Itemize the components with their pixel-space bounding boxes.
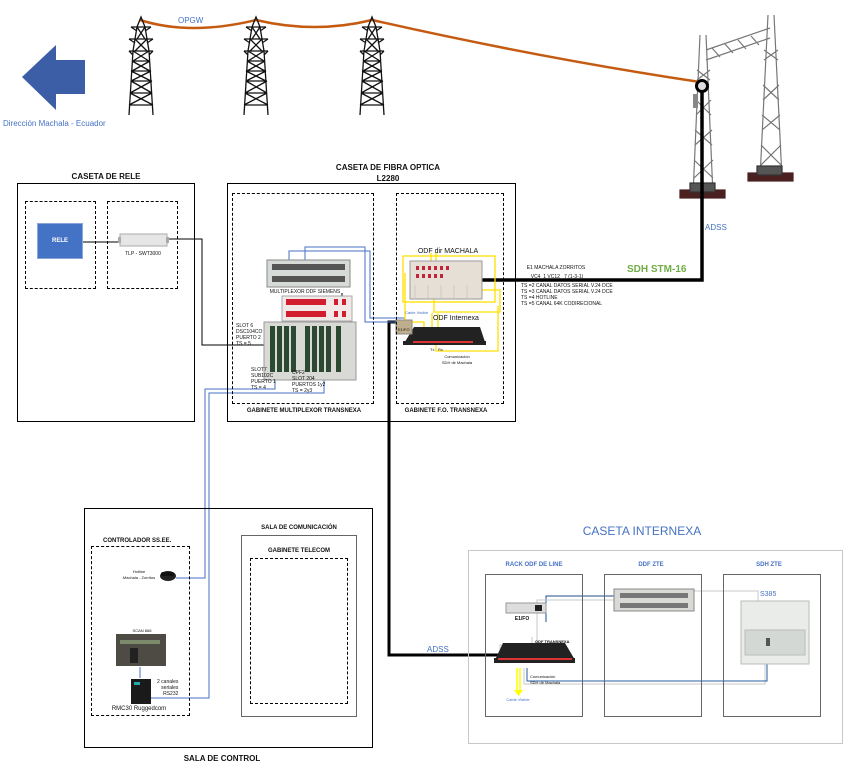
caseta-fibra-optica-container xyxy=(227,183,516,422)
transmission-tower-icon xyxy=(243,16,269,116)
gabinete-fo xyxy=(396,193,504,404)
vc4-label: VC4_1 VC12 _7 (1-3-1) xyxy=(530,274,584,280)
serial-line: seriales xyxy=(161,685,179,691)
sdh-stm16-label: SDH STM-16 xyxy=(627,264,687,275)
comm-sdh-label-1: Comunicación xyxy=(444,354,470,359)
transmission-tower-icon xyxy=(128,16,154,116)
sdh-zte-rack xyxy=(723,574,821,717)
rack-odf-de-line xyxy=(485,574,583,717)
comm-internexa-label-1: Comunicación xyxy=(530,674,556,679)
slot6-label: SLOT 6 DSC104CO PUERTO 2 TS = 5 xyxy=(236,323,262,347)
tlp-label: TLP - SWT3000 xyxy=(125,251,161,257)
ts-line: TS =2 CANAL DATOS SERIAL V.24 DCE xyxy=(521,283,613,289)
caseta-fibra-title: CASETA DE FIBRA OPTICA xyxy=(335,163,441,172)
controlador-cabinet xyxy=(91,546,190,716)
tlp-cabinet xyxy=(107,201,178,289)
slot7-line: SUB102C xyxy=(251,373,274,379)
adss-top-label: ADSS xyxy=(705,223,727,232)
telephone-icon xyxy=(160,571,176,581)
serial-label: 2 canales seriales RS232 xyxy=(157,679,178,697)
gabinete-multiplexor xyxy=(232,193,374,404)
opgw-label: OPGW xyxy=(178,16,204,25)
s385-label: S385 xyxy=(760,591,777,598)
rmc30-label: RMC30 Ruggedcom xyxy=(111,706,167,712)
cpf2-line: TS = 2y3 xyxy=(292,388,313,394)
ddf-zte-title: DDF ZTE xyxy=(638,562,664,568)
gabinete-telecom xyxy=(250,558,348,704)
cpf2-line: PUERTOS 1y2 xyxy=(292,382,326,388)
slot7-line: PUERTO 1 xyxy=(251,379,276,385)
odf-machala-label: ODF dir MACHALA xyxy=(417,248,479,255)
tx-label: Tx xyxy=(430,347,435,352)
ts-line: TS =3 CANAL DATOS SERIAL V.24 DCE xyxy=(521,289,613,295)
slot6-line: TS = 5 xyxy=(236,341,251,347)
ts-line: TS =4 HOTLINE xyxy=(521,295,558,301)
cable-visible-internexa-label: Cable Visible xyxy=(506,697,530,702)
sala-comunicacion-title: SALA DE COMUNICACIÓN xyxy=(261,525,337,531)
slot6-line: SLOT 6 xyxy=(236,323,254,329)
caseta-internexa-title: CASETA INTERNEXA xyxy=(582,524,702,538)
rele-block xyxy=(37,223,83,259)
sala-control-title: SALA DE CONTROL xyxy=(183,754,261,763)
e1fo-device xyxy=(505,602,547,614)
slot7-line: TS = 4 xyxy=(251,385,266,391)
hotline-label-1: Hotline xyxy=(132,569,146,574)
serial-line: 2 canales xyxy=(157,679,179,685)
scan-868-device xyxy=(116,634,166,666)
caseta-internexa-container xyxy=(468,550,843,744)
sdh-zte-title: SDH ZTE xyxy=(756,562,782,568)
hotline-label-2: Machala - Zorritos xyxy=(122,575,156,580)
ts-line: TS =5 CANAL 64K CODIRECIONAL xyxy=(521,301,603,307)
caseta-rele-title: CASETA DE RELE xyxy=(71,172,141,181)
ddf-siemens-label: MULTIPLEXOR DDF SIEMENS xyxy=(269,289,341,295)
comm-sdh-label-2: SDH dir Machala xyxy=(441,360,473,365)
adss-internexa-label: ADSS xyxy=(427,645,449,654)
odf-internexa-label: ODF Internexa xyxy=(433,315,479,322)
ddf-zte-rack xyxy=(604,574,702,717)
slot7-line: SLOT7 xyxy=(251,367,267,373)
sala-de-control-container xyxy=(84,508,373,748)
transmission-tower-icon xyxy=(359,16,385,116)
slot6-line: PUERTO 2 xyxy=(236,335,261,341)
e1fo-internexa-label: E1/FO xyxy=(514,616,530,622)
rmc30-device xyxy=(131,679,151,704)
gabinete-fo-title: GABINETE F.O. TRANSNEXA xyxy=(404,408,488,414)
rack-odf-title: RACK ODF DE LINE xyxy=(505,562,563,568)
controlador-title: CONTROLADOR SS.EE. xyxy=(103,538,172,544)
slot7-label: SLOT7 SUB102C PUERTO 1 TS = 4 xyxy=(251,367,276,391)
adss-cable-tower xyxy=(478,92,704,282)
e1fo-label: E1/FO xyxy=(398,327,410,332)
cpf2-line: SLOT 204 xyxy=(292,376,315,382)
cpf2-label: CPF2 SLOT 204 PUERTOS 1y2 TS = 2y3 xyxy=(292,370,325,394)
rx-label: Rx xyxy=(438,347,443,352)
caseta-fibra-subtitle: L2280 xyxy=(376,174,400,183)
rele-cabinet xyxy=(25,201,96,289)
cable-visible-label: Cable Visible xyxy=(405,310,429,315)
caseta-rele-container xyxy=(17,183,195,422)
slot6-line: DSC104CO xyxy=(236,329,263,335)
ts-list: TS =2 CANAL DATOS SERIAL V.24 DCE TS =3 … xyxy=(521,283,613,307)
odf-transnexa-device xyxy=(495,643,575,660)
cpf2-line: CPF2 xyxy=(292,370,305,376)
odf-internexa-device xyxy=(403,327,486,345)
splice-box-icon xyxy=(695,79,709,93)
gabinete-multiplexor-title: GABINETE MULTIPLEXOR TRANSNEXA xyxy=(246,408,362,414)
e1-machala-label: E1 MACHALA ZORRITOS xyxy=(526,265,586,271)
gabinete-telecom-title: GABINETE TELECOM xyxy=(267,548,331,554)
odf-transnexa-label: ODF TRANSNEXA xyxy=(535,639,570,644)
rele-label: RELE xyxy=(51,238,69,244)
scan-label: SCAN 868 xyxy=(132,628,152,633)
serial-line: RS232 xyxy=(163,691,179,697)
comm-internexa-label-2: SDH dir Machala xyxy=(530,680,561,685)
left-arrow-icon xyxy=(22,45,85,110)
opgw-cable xyxy=(139,18,701,84)
direction-label: Dirección Machala - Ecuador xyxy=(3,119,106,128)
sala-comunicacion-container xyxy=(241,535,357,717)
